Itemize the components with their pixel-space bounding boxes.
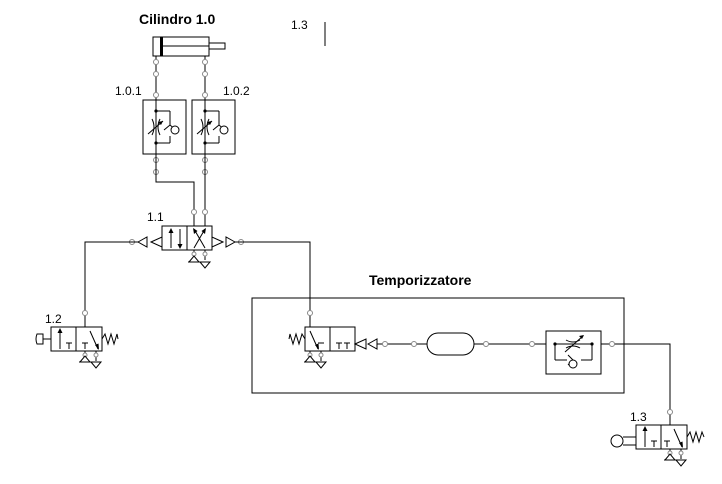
roller-valve-icon[interactable] <box>610 424 705 467</box>
port <box>202 59 208 65</box>
valve-label-1-0-1: 1.0.1 <box>115 84 142 98</box>
port <box>307 310 313 316</box>
valve-label-1-2: 1.2 <box>45 312 62 326</box>
reservoir-icon[interactable] <box>426 332 475 356</box>
valve-label-1-3: 1.3 <box>630 410 647 424</box>
pipe <box>601 343 671 425</box>
port <box>202 71 208 77</box>
shuttle-icon <box>366 338 378 350</box>
port <box>82 310 88 316</box>
port <box>153 71 159 77</box>
shuttle-icon <box>136 236 148 248</box>
cylinder-title: Cilindro 1.0 <box>139 11 215 27</box>
pipe <box>235 241 311 327</box>
pilot-arrow <box>353 338 367 350</box>
directional-valve-icon[interactable] <box>161 225 213 269</box>
timer-title: Temporizzatore <box>369 272 472 288</box>
port <box>191 209 197 215</box>
shuttle-icon <box>225 236 237 248</box>
valve-label-1-0-2: 1.0.2 <box>223 84 250 98</box>
pilot-arrow-right <box>211 236 225 248</box>
port <box>609 341 615 347</box>
pipe <box>84 241 138 327</box>
reference-label-1-3: 1.3 <box>291 18 308 32</box>
flow-control-icon[interactable] <box>545 330 602 375</box>
port <box>483 341 489 347</box>
timer-valve-icon[interactable] <box>288 326 356 369</box>
port <box>382 341 388 347</box>
cylinder-icon[interactable] <box>152 36 226 57</box>
pilot-arrow-left <box>149 236 163 248</box>
flow-control-icon[interactable] <box>191 99 236 155</box>
timer-frame <box>251 297 625 394</box>
port <box>411 341 417 347</box>
push-button-valve-icon[interactable] <box>35 326 119 369</box>
port <box>529 341 535 347</box>
port <box>667 409 673 415</box>
port <box>153 92 159 98</box>
flow-control-icon[interactable] <box>142 99 187 155</box>
port <box>202 209 208 215</box>
pipe <box>155 154 195 226</box>
valve-label-1-1: 1.1 <box>147 210 164 224</box>
port <box>202 92 208 98</box>
port <box>153 59 159 65</box>
